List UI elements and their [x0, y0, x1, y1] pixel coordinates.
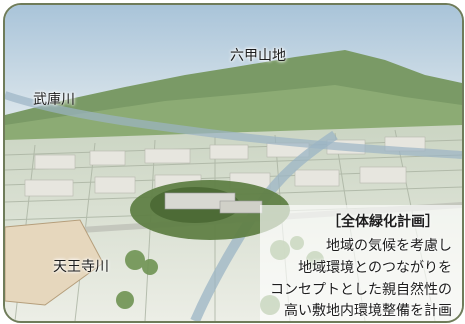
muko-river — [5, 91, 462, 159]
illustration-frame: 六甲山地 武庫川 天王寺川 ［全体緑化計画］ 地域の気候を考慮し 地域環境とのつ… — [3, 3, 464, 323]
caption-line-4: 高い敷地内環境整備を計画 — [284, 303, 452, 319]
caption-line-1: 地域の気候を考慮し — [326, 238, 452, 254]
sports-ground — [5, 219, 104, 306]
label-mountain: 六甲山地 — [230, 48, 286, 64]
campus-site — [130, 180, 290, 240]
caption-title: ［全体緑化計画］ — [327, 214, 439, 230]
caption-panel — [260, 205, 462, 321]
caption-line-3: コンセプトとした親自然性の — [270, 282, 452, 298]
label-tennoji-river: 天王寺川 — [53, 259, 109, 275]
caption-line-2: 地域環境とのつながりを — [298, 260, 452, 276]
label-muko-river: 武庫川 — [33, 92, 75, 108]
aerial-illustration — [5, 5, 462, 321]
